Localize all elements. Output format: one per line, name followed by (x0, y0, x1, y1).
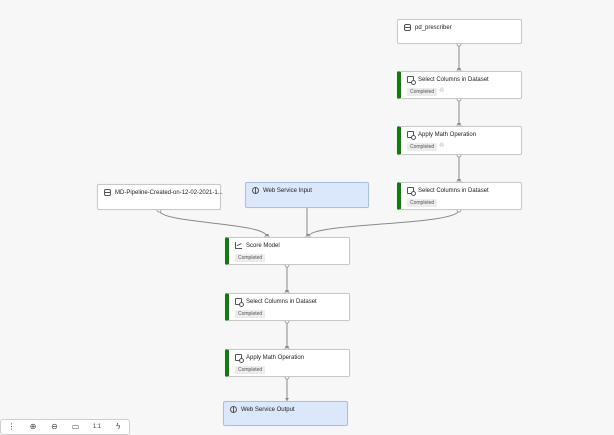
reuse-icon: ♲ (439, 143, 445, 149)
node-select-columns-bottom[interactable]: Select Columns in Dataset Completed (225, 293, 350, 321)
node-title: Select Columns in Dataset (418, 76, 489, 83)
dataset-icon (404, 24, 411, 31)
node-title: Score Model (246, 242, 280, 249)
node-score-model[interactable]: Score Model Completed (225, 237, 350, 265)
node-title: MD-Pipeline-Created-on-12-02-2021-1... (115, 189, 223, 196)
node-title: pd_prescriber (415, 24, 452, 31)
score-model-icon (235, 242, 242, 249)
zoom-in-icon[interactable]: ⊕ (29, 422, 37, 431)
globe-icon (230, 406, 237, 413)
status-badge: Completed (235, 366, 266, 374)
edge-arrow (285, 346, 289, 349)
node-apply-math-top[interactable]: Apply Math Operation Completed ♲ (397, 126, 522, 155)
node-title: Select Columns in Dataset (246, 298, 317, 305)
node-title: Select Columns in Dataset (418, 187, 489, 194)
edge-md-score (158, 209, 268, 238)
module-icon (235, 298, 244, 307)
status-badge: Completed (407, 199, 438, 207)
node-title: Apply Math Operation (418, 131, 477, 138)
dotted-handle-icon[interactable]: ⋮ (7, 422, 16, 431)
edge-arrow (457, 123, 461, 126)
module-icon (407, 187, 416, 196)
status-badge: Completed (235, 310, 266, 318)
node-pd-prescriber[interactable]: pd_prescriber (397, 19, 522, 44)
edge-arrow (285, 398, 289, 401)
node-select-columns-top[interactable]: Select Columns in Dataset Completed ♲ (397, 71, 522, 99)
status-badge: Completed (407, 143, 438, 151)
zoom-out-icon[interactable]: ⊖ (50, 422, 58, 431)
edge-arrow (285, 290, 289, 293)
node-title: Web Service Output (241, 406, 295, 413)
edge-arrow (265, 234, 269, 237)
fit-to-screen-icon[interactable]: ▭ (71, 422, 80, 431)
globe-icon (252, 187, 259, 194)
actual-size-icon[interactable]: 1:1 (92, 424, 102, 430)
reuse-icon: ♲ (439, 88, 445, 94)
node-md-pipeline-dataset[interactable]: MD-Pipeline-Created-on-12-02-2021-1... (97, 184, 223, 210)
module-icon (407, 131, 416, 140)
node-title: Apply Math Operation (246, 354, 305, 361)
module-icon (235, 354, 244, 363)
node-select-columns-mid[interactable]: Select Columns in Dataset Completed (397, 182, 522, 210)
module-icon (407, 76, 416, 85)
node-title: Web Service Input (263, 187, 312, 194)
edge-arrow (457, 179, 461, 182)
edge-select-mid-score (307, 209, 460, 238)
node-apply-math-bottom[interactable]: Apply Math Operation Completed (225, 349, 350, 377)
node-web-service-output[interactable]: Web Service Output (223, 401, 348, 426)
edge-arrow (306, 234, 310, 237)
edge-arrow (457, 68, 461, 71)
dataset-icon (104, 189, 111, 196)
status-badge: Completed (235, 254, 266, 262)
interactive-mode-icon[interactable]: ϟ (116, 422, 121, 431)
status-badge: Completed (407, 88, 438, 96)
node-web-service-input[interactable]: Web Service Input (245, 182, 369, 208)
